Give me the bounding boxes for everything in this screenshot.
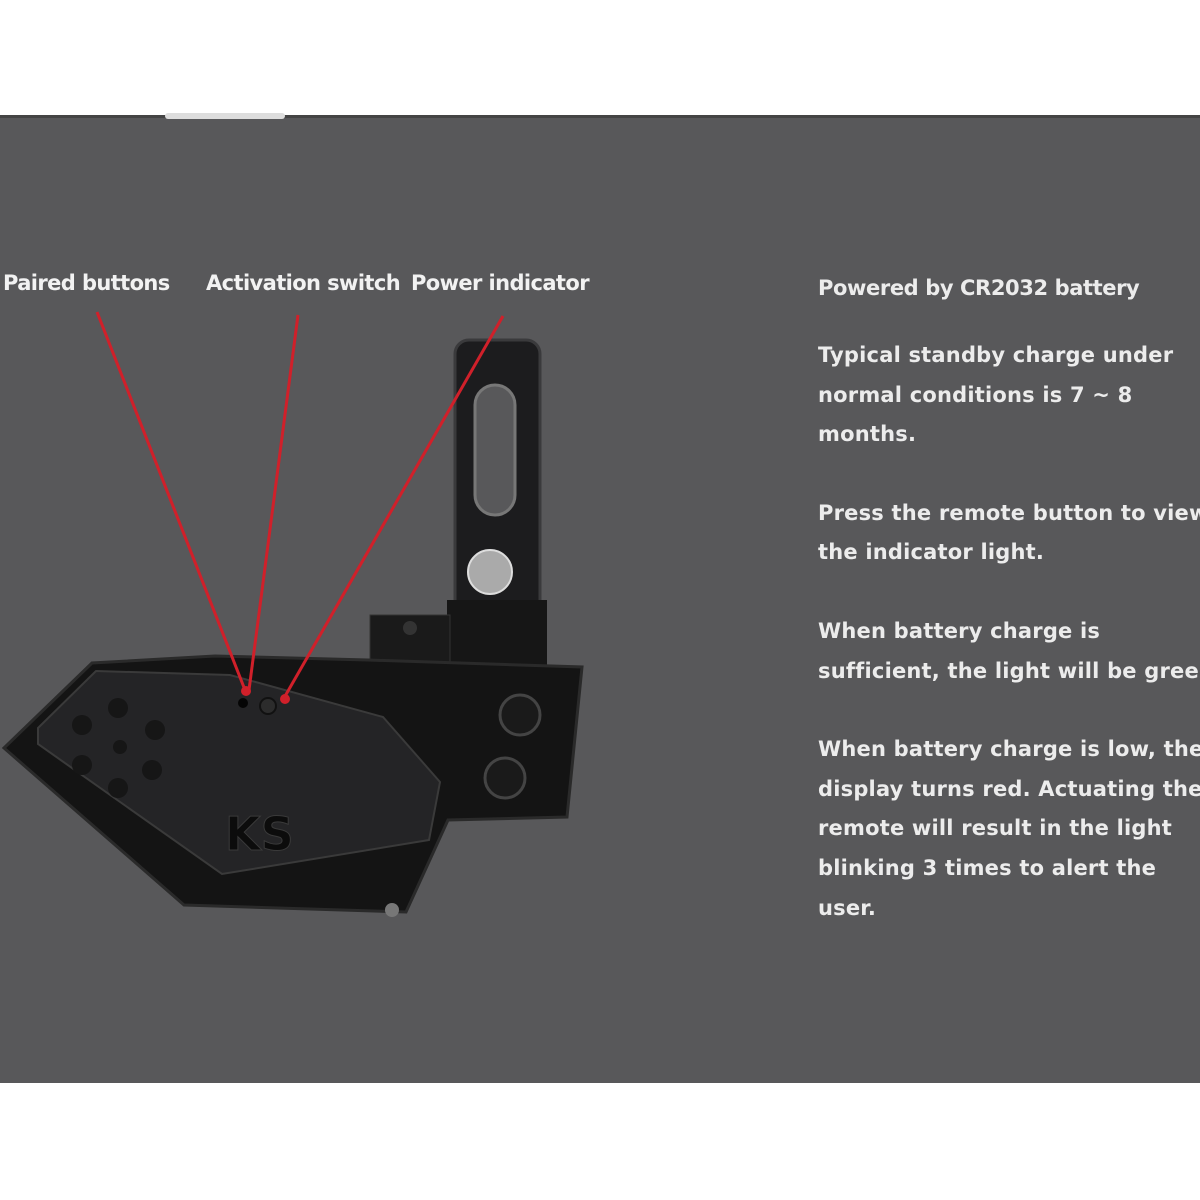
pin-icon (385, 903, 399, 917)
label-activation-switch: Activation switch (206, 271, 401, 295)
vent-holes (72, 698, 165, 798)
info-paragraph: Press the remote button to view the indi… (818, 500, 1200, 565)
mount-screw-icon (498, 693, 542, 737)
info-heading: Powered by CR2032 battery (818, 276, 1140, 300)
top-artifact (165, 113, 285, 119)
top-divider (0, 115, 1200, 118)
mount-screw-icon (483, 756, 527, 800)
bracket (369, 338, 547, 666)
ks-logo: KS (225, 807, 294, 861)
info-paragraph: When battery charge is low, the display … (818, 737, 1200, 920)
bracket-screw-icon (467, 549, 513, 595)
callout-dot (241, 686, 251, 696)
info-paragraph: Typical standby charge under normal cond… (818, 343, 1174, 447)
info-paragraph: When battery charge is sufficient, the l… (818, 618, 1200, 683)
callout-line-paired-buttons (95, 311, 247, 691)
callout-lines (95, 311, 505, 699)
label-paired-buttons: Paired buttons (3, 271, 170, 295)
background-panel (0, 117, 1200, 1083)
callout-line-activation-switch (247, 314, 300, 691)
device-cover (37, 669, 442, 876)
activation-switch-icon[interactable] (259, 697, 277, 715)
battery-info: Powered by CR2032 battery Typical standb… (818, 276, 1200, 967)
callout-dot (280, 694, 290, 704)
paired-button-icon[interactable] (238, 698, 248, 708)
callout-line-power-indicator (282, 315, 505, 699)
label-power-indicator: Power indicator (411, 271, 590, 295)
